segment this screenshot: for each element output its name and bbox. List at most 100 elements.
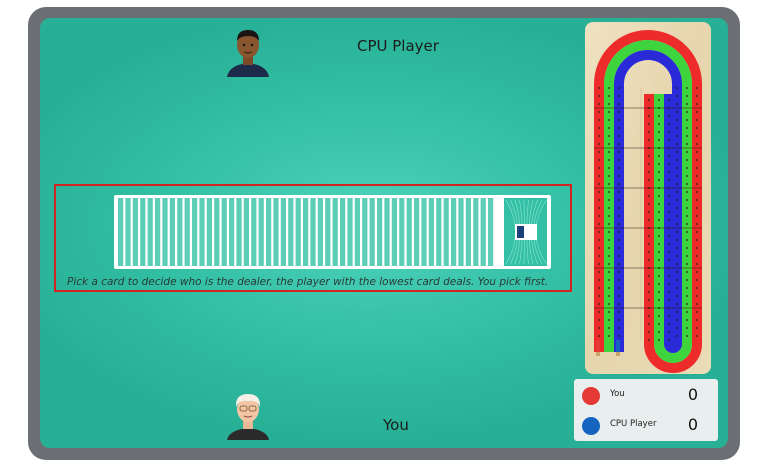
peg-hole [648, 99, 650, 101]
peg-hole [598, 239, 600, 241]
card-back-edge[interactable] [192, 198, 198, 266]
card-back-edge[interactable] [436, 198, 442, 266]
peg-hole [598, 151, 600, 153]
card-back-edge[interactable] [384, 198, 390, 266]
card-back-edge[interactable] [317, 198, 323, 266]
peg-hole [668, 275, 670, 277]
card-back-edge[interactable] [421, 198, 427, 266]
peg-hole [686, 87, 688, 89]
card-back-edge[interactable] [288, 198, 294, 266]
peg-hole [598, 279, 600, 281]
peg-hole [676, 103, 678, 105]
card-back-edge[interactable] [184, 198, 190, 266]
peg-hole [686, 247, 688, 249]
peg-hole [676, 295, 678, 297]
peg-hole [676, 335, 678, 337]
peg-hole [608, 111, 610, 113]
card-back-edge[interactable] [391, 198, 397, 266]
card-back-edge[interactable] [340, 198, 346, 266]
card-back-edge[interactable] [229, 198, 235, 266]
card-back-edge[interactable] [443, 198, 449, 266]
card-back-edge[interactable] [399, 198, 405, 266]
card-back-edge[interactable] [251, 198, 257, 266]
card-back-edge[interactable] [273, 198, 279, 266]
peg-hole [686, 207, 688, 209]
peg-hole [658, 299, 660, 301]
card-back-edge[interactable] [310, 198, 316, 266]
card-back-edge[interactable] [347, 198, 353, 266]
peg-hole [618, 135, 620, 137]
card-back-edge[interactable] [147, 198, 153, 266]
card-back-edge[interactable] [140, 198, 146, 266]
peg-hole [696, 327, 698, 329]
card-back-edge[interactable] [177, 198, 183, 266]
peg-hole [696, 143, 698, 145]
score-player-value: 0 [687, 385, 698, 404]
cpu-color-dot [582, 417, 600, 435]
card-back-edge[interactable] [332, 198, 338, 266]
card-back-edge[interactable] [414, 198, 420, 266]
card-back-edge[interactable] [303, 198, 309, 266]
deck-cards[interactable] [114, 195, 551, 269]
peg-hole [676, 135, 678, 137]
card-back-edge[interactable] [280, 198, 286, 266]
peg-hole [658, 123, 660, 125]
peg-hole [686, 255, 688, 257]
card-back-edge[interactable] [295, 198, 301, 266]
peg-hole [608, 311, 610, 313]
peg-hole [598, 135, 600, 137]
score-cpu-name: CPU Player [610, 419, 657, 429]
card-back-edge[interactable] [118, 198, 124, 266]
peg-hole [696, 135, 698, 137]
card-back-edge[interactable] [243, 198, 249, 266]
peg-hole [696, 223, 698, 225]
peg-hole [618, 319, 620, 321]
card-back-edge[interactable] [206, 198, 212, 266]
card-back-edge[interactable] [451, 198, 457, 266]
peg-hole [668, 139, 670, 141]
card-back-edge[interactable] [132, 198, 138, 266]
peg-hole [648, 163, 650, 165]
card-back-edge[interactable] [162, 198, 168, 266]
card-deck-spread[interactable] [114, 195, 551, 269]
peg-hole [676, 167, 678, 169]
card-back-edge[interactable] [465, 198, 471, 266]
peg-hole [618, 223, 620, 225]
peg-hole [696, 303, 698, 305]
peg-hole [598, 223, 600, 225]
card-back-edge[interactable] [199, 198, 205, 266]
card-back-edge[interactable] [266, 198, 272, 266]
peg-hole [696, 207, 698, 209]
peg-hole [618, 255, 620, 257]
card-back-edge[interactable] [406, 198, 412, 266]
peg-hole [598, 127, 600, 129]
peg-hole [686, 335, 688, 337]
card-back-edge[interactable] [221, 198, 227, 266]
peg-hole [686, 295, 688, 297]
card-back-edge[interactable] [377, 198, 383, 266]
peg-hole [658, 203, 660, 205]
peg-hole [618, 111, 620, 113]
card-back-edge[interactable] [480, 198, 486, 266]
card-back-edge[interactable] [169, 198, 175, 266]
peg-hole [668, 251, 670, 253]
card-back-edge[interactable] [428, 198, 434, 266]
card-back-edge[interactable] [325, 198, 331, 266]
peg-hole [658, 339, 660, 341]
peg-hole [676, 319, 678, 321]
peg-hole [696, 191, 698, 193]
card-back-edge[interactable] [214, 198, 220, 266]
card-back-edge[interactable] [155, 198, 161, 266]
card-back-edge[interactable] [362, 198, 368, 266]
card-back-edge[interactable] [369, 198, 375, 266]
man-avatar-icon [227, 30, 269, 77]
peg-hole [658, 195, 660, 197]
player-name: You [383, 416, 409, 434]
card-back-edge[interactable] [473, 198, 479, 266]
card-back-edge[interactable] [258, 198, 264, 266]
card-back-edge[interactable] [236, 198, 242, 266]
card-back-edge[interactable] [354, 198, 360, 266]
card-back-edge[interactable] [488, 198, 494, 266]
card-back-edge[interactable] [125, 198, 131, 266]
card-back-edge[interactable] [458, 198, 464, 266]
